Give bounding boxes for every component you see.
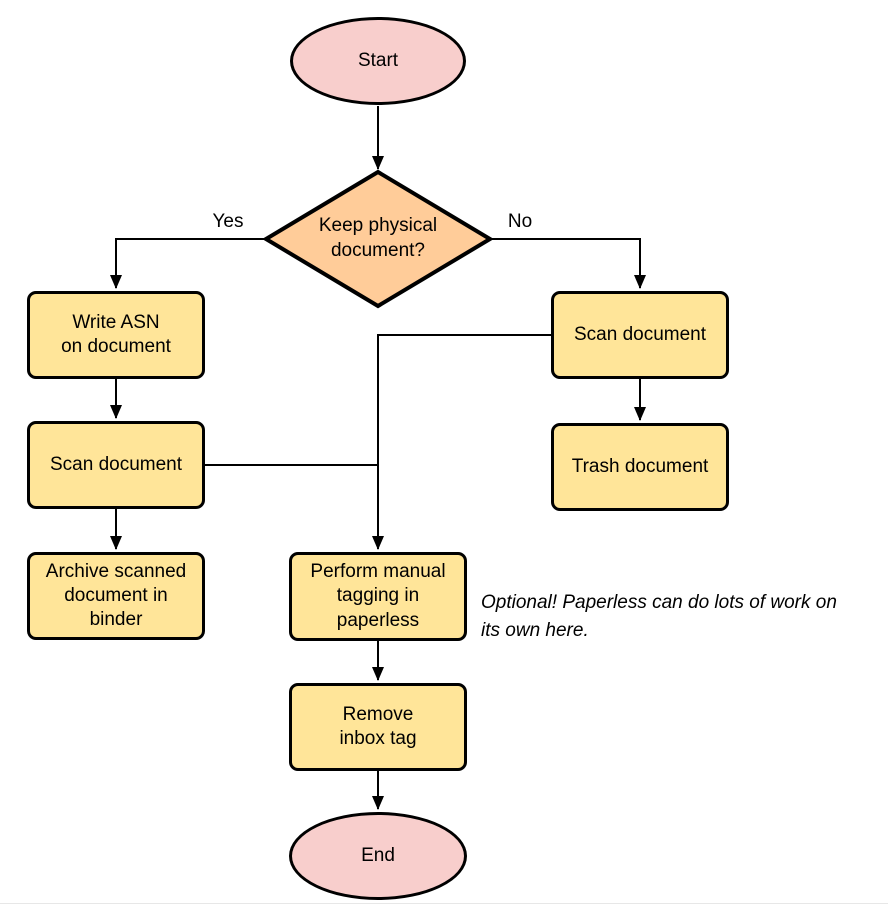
node-start-label: Start — [357, 49, 399, 71]
bottom-divider — [0, 903, 888, 904]
edge-label-yes: Yes — [212, 211, 244, 232]
edge-scan-right-to-tagging — [372, 334, 551, 550]
edge-label-no: No — [507, 211, 533, 232]
node-decision-label: Keep physical document? — [318, 215, 438, 261]
annotation-optional-note: Optional! Paperless can do lots of work … — [481, 592, 837, 641]
node-remove-inbox-tag-label: Remove inbox tag — [339, 703, 417, 749]
node-manual-tagging-label: Perform manual tagging in paperless — [310, 561, 446, 631]
node-write-asn-label: Write ASN on document — [61, 311, 171, 357]
node-archive-binder: Archive scanned document in binder — [27, 552, 205, 640]
node-manual-tagging: Perform manual tagging in paperless — [289, 552, 467, 641]
edge-decision-no-to-scan-right — [490, 238, 646, 289]
node-scan-document-right-label: Scan document — [573, 323, 707, 345]
edge-decision-yes-to-write-asn — [110, 238, 266, 289]
node-scan-document-right: Scan document — [551, 291, 729, 379]
decision-diamond-shape — [262, 169, 494, 309]
node-end: End — [289, 812, 467, 900]
node-write-asn: Write ASN on document — [27, 291, 205, 379]
node-trash-document-label: Trash document — [571, 455, 709, 477]
node-decision: Keep physical document? — [276, 181, 480, 297]
node-archive-binder-label: Archive scanned document in binder — [45, 560, 187, 631]
node-scan-document-left: Scan document — [27, 421, 205, 509]
node-trash-document: Trash document — [551, 423, 729, 511]
node-start: Start — [290, 17, 466, 105]
node-remove-inbox-tag: Remove inbox tag — [289, 683, 467, 771]
node-scan-document-left-label: Scan document — [49, 453, 183, 475]
node-end-label: End — [361, 844, 395, 866]
